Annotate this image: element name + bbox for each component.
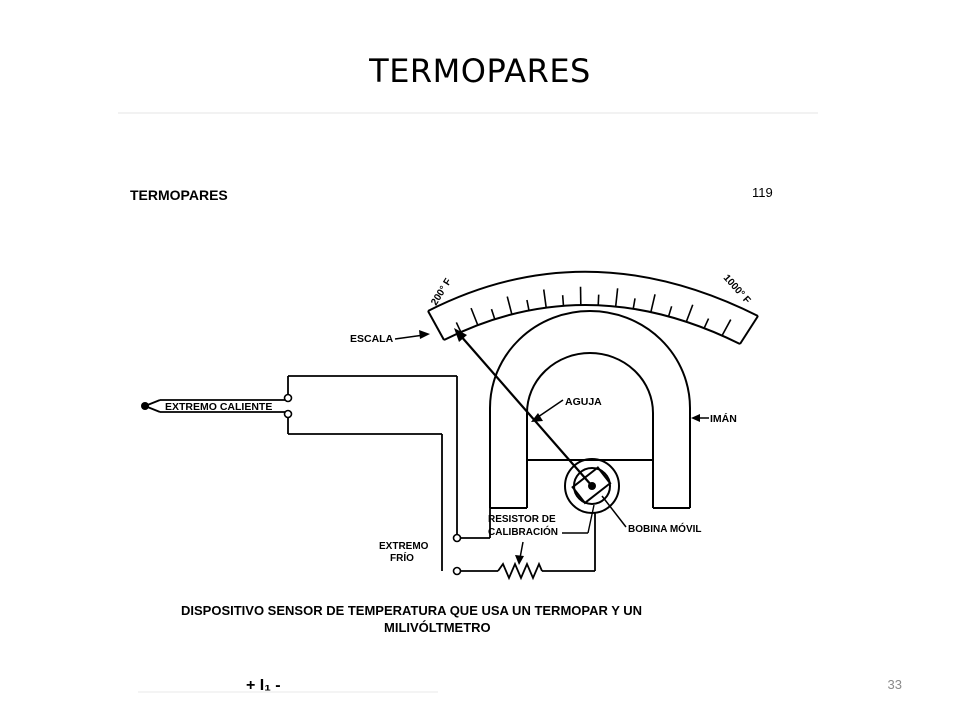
calibration-resistor [497, 561, 543, 581]
scale-tick [542, 289, 547, 308]
scale-tick [470, 307, 479, 326]
scale-tick [455, 322, 462, 333]
scale-tick [561, 295, 565, 306]
label-escala: ESCALA [350, 333, 394, 345]
scale-tick [650, 294, 656, 313]
page-number: 33 [887, 677, 902, 692]
scale-tick [721, 319, 732, 336]
label-extremo-caliente: EXTREMO CALIENTE [165, 401, 272, 413]
resistor-arrow [515, 541, 524, 565]
meter-scale [427, 270, 759, 345]
resistor-pointer [562, 504, 595, 534]
label-resistor-1: RESISTOR DE [488, 514, 556, 525]
scale-tick [526, 299, 530, 311]
scale-tick [685, 304, 694, 323]
figure-caption-line1: DISPOSITIVO SENSOR DE TEMPERATURA QUE US… [181, 603, 642, 618]
label-aguja: AGUJA [565, 396, 602, 408]
scale-tick [703, 318, 710, 329]
label-resistor-2: CALIBRACIÓN [488, 525, 558, 538]
scale-tick [506, 296, 513, 315]
book-page-number: 119 [752, 185, 773, 200]
thermocouple-probe [144, 375, 458, 571]
label-extremo-frio-2: FRÍO [390, 551, 414, 564]
junction-terminals [283, 393, 462, 576]
scan-header: TERMOPARES [130, 187, 228, 203]
scale-tick [632, 298, 636, 309]
figure-caption-line2: MILIVÓLTMETRO [384, 620, 491, 635]
circuit-wires [461, 508, 596, 572]
hot-junction-dot [141, 402, 149, 410]
scale-tick [614, 288, 619, 307]
scale-ticks [455, 286, 732, 336]
label-extremo-frio-1: EXTREMO [379, 541, 429, 552]
label-bobina: BOBINA MÓVIL [628, 522, 702, 535]
scanned-figure: TERMOPARES 119 200° F 1000° F ESCALA AGU… [118, 112, 818, 694]
bobina-pointer [601, 495, 627, 528]
cropped-fragment: + I₁ - [246, 677, 281, 694]
scale-tick [667, 306, 673, 317]
slide-title: TERMOPARES [369, 52, 591, 90]
scale-low-label: 200° F [429, 277, 454, 308]
aguja-arrow [531, 399, 564, 422]
iman-arrow [691, 414, 709, 422]
scale-tick [490, 308, 496, 320]
escala-arrow [394, 330, 430, 340]
needle [454, 328, 593, 487]
magnet [489, 310, 691, 509]
label-iman: IMÁN [710, 412, 737, 425]
